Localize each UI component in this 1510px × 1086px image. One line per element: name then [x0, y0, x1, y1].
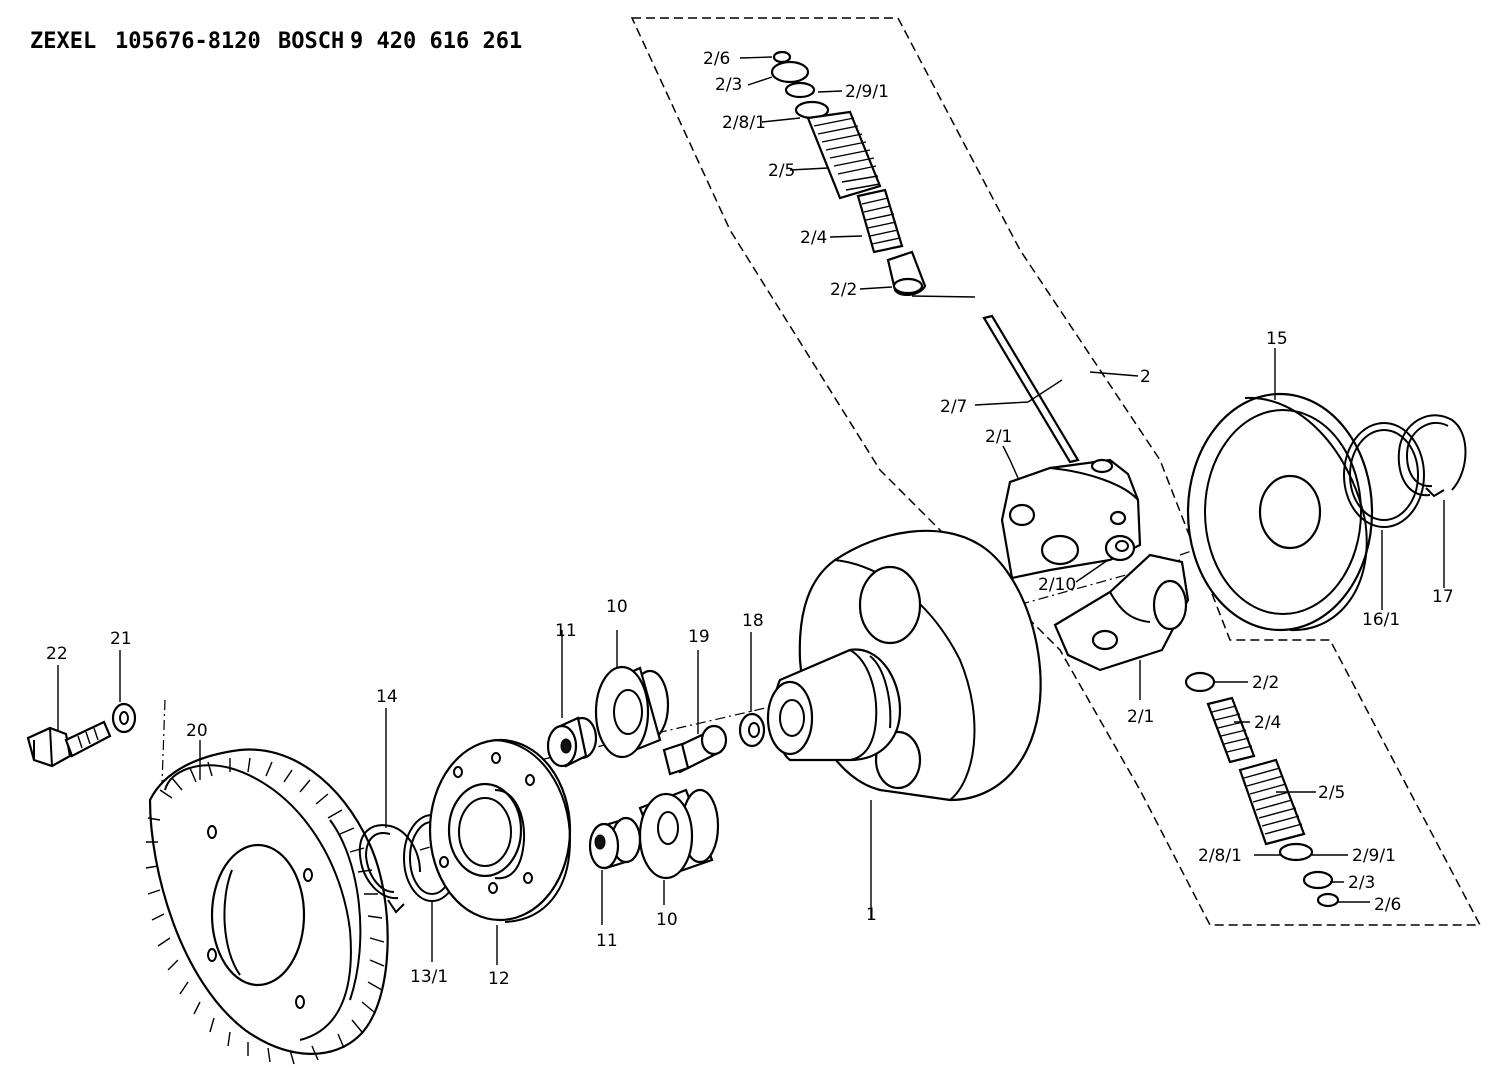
label-2-3-bottom: 2/3: [1348, 873, 1375, 893]
label-2-1-top: 2/1: [985, 427, 1012, 447]
valve-stack-lower: [1184, 671, 1340, 908]
label-2-9-1-bottom: 2/9/1: [1352, 846, 1396, 866]
roller-11-top: [546, 716, 598, 768]
label-10-bottom: 10: [656, 910, 678, 930]
flange-hub-12: [428, 738, 572, 923]
label-16-1: 16/1: [1362, 610, 1400, 630]
label-10-top: 10: [606, 597, 628, 617]
label-2-3-top: 2/3: [715, 75, 742, 95]
header-part-number-zexel: 105676-8120: [115, 29, 261, 54]
label-2: 2: [1140, 367, 1151, 387]
leader-lines: [57, 56, 1445, 965]
label-15: 15: [1266, 329, 1288, 349]
roller-10-top: [594, 665, 670, 759]
bolt-22: [26, 720, 112, 768]
cover-plate-15: [1186, 392, 1374, 632]
valve-stack-upper: [770, 50, 1080, 464]
label-17: 17: [1432, 587, 1454, 607]
label-2-5-top: 2/5: [768, 161, 795, 181]
label-13-1: 13/1: [410, 967, 448, 987]
label-22: 22: [46, 644, 68, 664]
label-2-8-1-bottom: 2/8/1: [1198, 846, 1242, 866]
header-brand-bosch: BOSCH: [278, 29, 344, 54]
label-11-bottom: 11: [596, 931, 618, 951]
circlip-14: [358, 824, 421, 914]
washer-18: [738, 712, 766, 748]
label-18: 18: [742, 611, 764, 631]
housing-1: [766, 529, 1042, 802]
assembly-2-boundary: [630, 17, 1482, 926]
label-19: 19: [688, 627, 710, 647]
ring-16-1: [1343, 422, 1425, 528]
label-2-7: 2/7: [940, 397, 967, 417]
seal-2-10: [1104, 534, 1136, 562]
label-12: 12: [488, 969, 510, 989]
label-2-10: 2/10: [1038, 575, 1076, 595]
label-11-top: 11: [555, 621, 577, 641]
label-1: 1: [866, 905, 877, 925]
label-2-2-bottom: 2/2: [1252, 673, 1279, 693]
header-brand-zexel: ZEXEL: [30, 29, 96, 54]
label-2-9-1-top: 2/9/1: [845, 82, 889, 102]
label-2-2-top: 2/2: [830, 280, 857, 300]
label-21: 21: [110, 629, 132, 649]
valve-block-2-1-bottom: [1053, 553, 1190, 672]
label-2-5-bottom: 2/5: [1318, 783, 1345, 803]
label-14: 14: [376, 687, 398, 707]
roller-11-bottom: [588, 816, 642, 870]
label-20: 20: [186, 721, 208, 741]
label-2-6-bottom: 2/6: [1374, 895, 1401, 915]
label-2-1-bottom: 2/1: [1127, 707, 1154, 727]
roller-10-bottom: [638, 788, 720, 880]
header-part-number-bosch: 9 420 616 261: [350, 29, 522, 54]
gear-20: [145, 748, 389, 1065]
part-labels: 2/6 2/3 2/9/1 2/8/1 2/5 2/4 2/2 2 2/7 2/…: [46, 49, 1454, 989]
pin-19: [662, 724, 728, 776]
circlip-17: [1397, 414, 1467, 498]
label-2-4-top: 2/4: [800, 228, 827, 248]
label-2-4-bottom: 2/4: [1254, 713, 1281, 733]
label-2-8-1-top: 2/8/1: [722, 113, 766, 133]
label-2-6-top: 2/6: [703, 49, 730, 69]
washer-21: [111, 702, 137, 734]
